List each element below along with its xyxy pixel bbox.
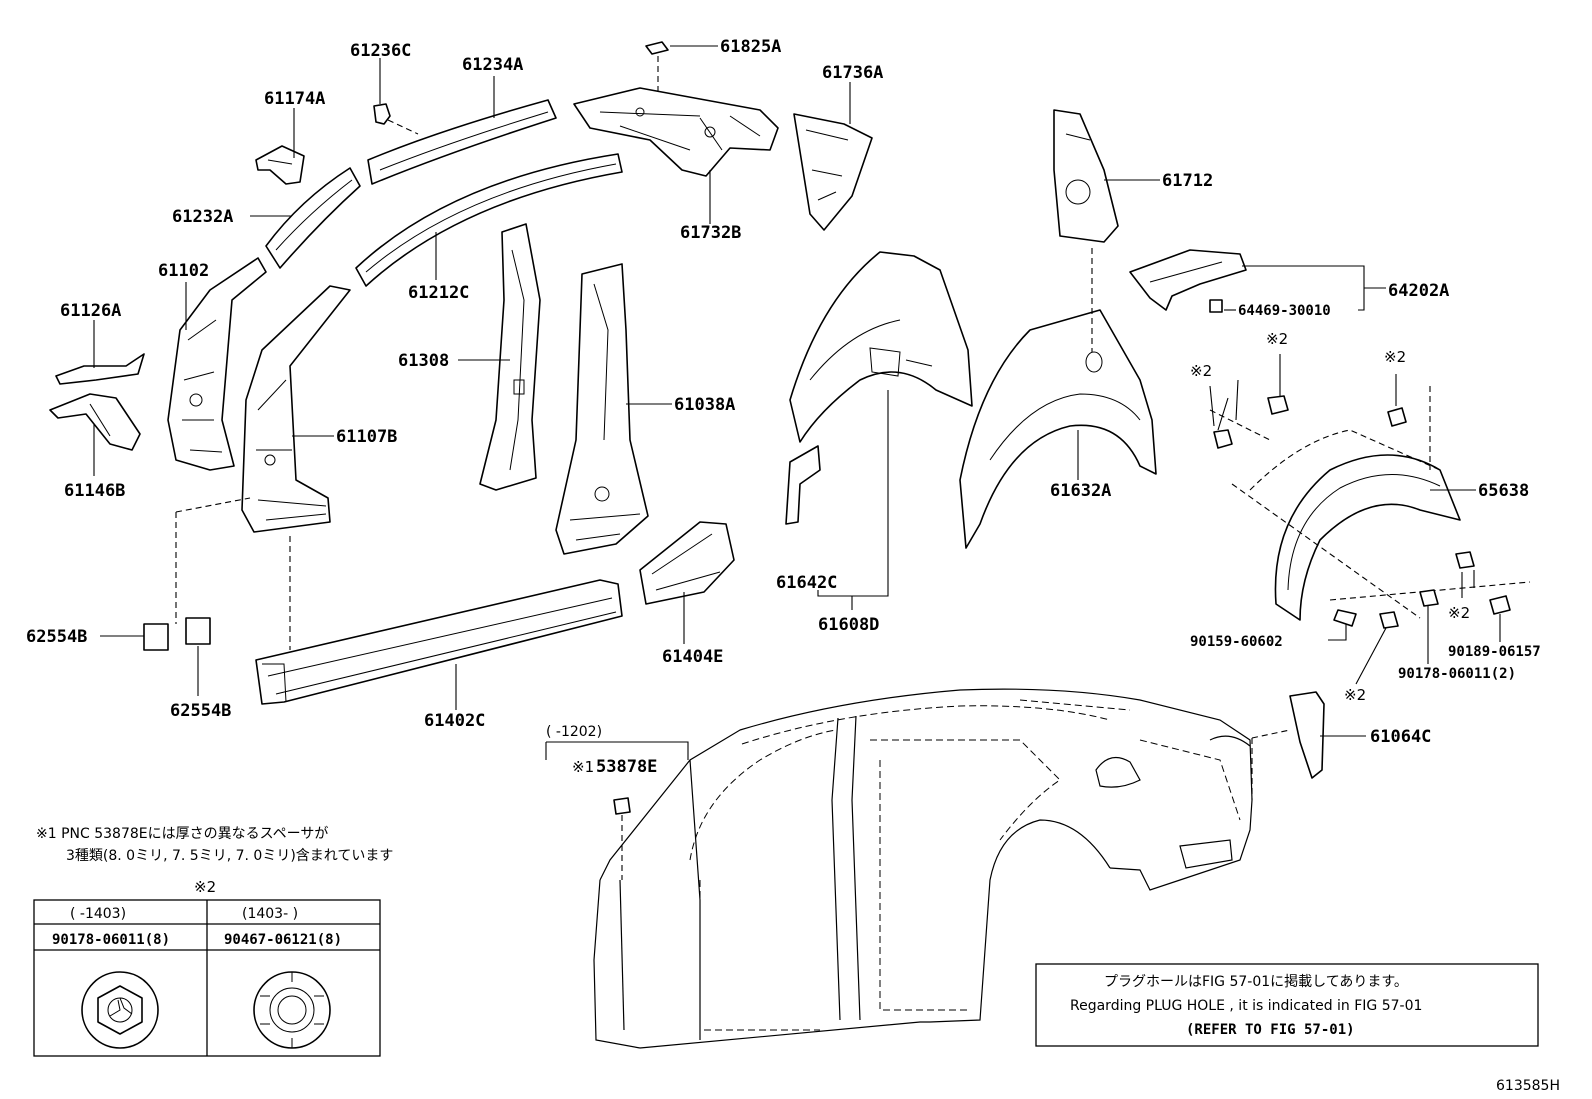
car-body-side (593, 688, 1253, 1049)
figure-code: 613585H (1496, 1078, 1560, 1094)
part-64202A[interactable] (1129, 249, 1247, 313)
part-61736A[interactable] (793, 113, 873, 231)
nut-icon (81, 971, 159, 1049)
plug-62554B-right[interactable] (185, 617, 211, 645)
label-61102[interactable]: 61102 (158, 261, 209, 281)
part-61825A[interactable] (645, 41, 669, 92)
mark-note2-a: ※2 (1190, 362, 1212, 380)
part-labels: 61236C 61234A 61825A 61736A 61174A 61712… (26, 37, 1541, 777)
label-61308[interactable]: 61308 (398, 351, 449, 371)
label-61232A[interactable]: 61232A (172, 207, 233, 227)
label-61212C[interactable]: 61212C (408, 283, 469, 303)
clip-90178-d[interactable] (1455, 551, 1475, 569)
label-61402C[interactable]: 61402C (424, 711, 485, 731)
label-61642C[interactable]: 61642C (776, 573, 837, 593)
label-61146B[interactable]: 61146B (64, 481, 125, 501)
label-61234A[interactable]: 61234A (462, 55, 523, 75)
screw-90159-60602[interactable] (1333, 609, 1357, 627)
footnote-line2: 3種類(8. 0ミリ, 7. 5ミリ, 7. 0ミリ)含まれています (66, 848, 393, 864)
clip-90178-e[interactable] (1419, 589, 1439, 607)
footnote-line1: ※1 PNC 53878Eには厚さの異なるスペーサが (36, 826, 328, 842)
clip-90178-b[interactable] (1267, 395, 1289, 415)
label-90178-06011[interactable]: 90178-06011(2) (1398, 666, 1516, 682)
part-61236C[interactable] (373, 103, 419, 135)
label-61038A[interactable]: 61038A (674, 395, 735, 415)
label-61632A[interactable]: 61632A (1050, 481, 1111, 501)
fastener-table: ※2 ( -1403) (1403- ) 90178-06011(8) 9046… (33, 878, 381, 1057)
range-53878E: ( -1202) (546, 724, 602, 740)
part-61712[interactable] (1053, 109, 1119, 243)
footnote: ※1 PNC 53878Eには厚さの異なるスペーサが 3種類(8. 0ミリ, 7… (36, 826, 393, 864)
part-61038A[interactable] (555, 263, 649, 555)
label-61825A[interactable]: 61825A (720, 37, 781, 57)
part-53878E[interactable] (613, 797, 631, 815)
label-61126A[interactable]: 61126A (60, 301, 121, 321)
label-61064C[interactable]: 61064C (1370, 727, 1431, 747)
part-65638[interactable] (1274, 454, 1461, 621)
label-90189-06157[interactable]: 90189-06157 (1448, 644, 1541, 660)
part-61212C[interactable] (355, 153, 623, 287)
part-61146B[interactable] (49, 393, 141, 451)
label-61712[interactable]: 61712 (1162, 171, 1213, 191)
leader-lines (93, 45, 1501, 737)
plug-hole-note: プラグホールはFIG 57-01に掲載してあります。 Regarding PLU… (1035, 963, 1539, 1047)
clip-90178-f[interactable] (1379, 611, 1399, 629)
label-61608D[interactable]: 61608D (818, 615, 879, 635)
mark-note2-d: ※2 (1448, 604, 1470, 622)
part-61732B[interactable] (573, 87, 779, 177)
mark-note2-b: ※2 (1266, 330, 1288, 348)
label-53878E[interactable]: 53878E (596, 757, 657, 777)
label-62554B-left[interactable]: 62554B (26, 627, 87, 647)
label-90159-60602[interactable]: 90159-60602 (1190, 634, 1283, 650)
table-col2-part[interactable]: 90467-06121(8) (224, 932, 342, 948)
part-61404E[interactable] (639, 521, 735, 605)
mark-note2-c: ※2 (1384, 348, 1406, 366)
part-61402C[interactable] (255, 579, 623, 705)
part-61107B[interactable] (241, 285, 351, 533)
range-bracket-53878E (545, 741, 689, 760)
part-61642C[interactable] (785, 445, 821, 525)
part-61232A[interactable] (265, 167, 361, 269)
label-65638[interactable]: 65638 (1478, 481, 1529, 501)
plug-62554B-left[interactable] (143, 623, 169, 651)
label-61107B[interactable]: 61107B (336, 427, 397, 447)
part-61126A[interactable] (55, 353, 145, 385)
mark-star1: ※1 (572, 758, 594, 776)
label-61236C[interactable]: 61236C (350, 41, 411, 61)
part-61102[interactable] (167, 257, 267, 471)
label-61174A[interactable]: 61174A (264, 89, 325, 109)
table-mark: ※2 (194, 878, 216, 896)
label-64202A[interactable]: 64202A (1388, 281, 1449, 301)
label-61736A[interactable]: 61736A (822, 63, 883, 83)
screw-90189-06157[interactable] (1489, 595, 1511, 615)
plug-hole-line3[interactable]: (REFER TO FIG 57-01) (1186, 1022, 1355, 1038)
table-col1-part[interactable]: 90178-06011(8) (52, 932, 170, 948)
part-61308[interactable] (479, 223, 541, 491)
part-61632A[interactable] (959, 309, 1157, 549)
connector-lines (175, 248, 1291, 880)
clip-90178-a[interactable] (1213, 429, 1233, 449)
part-61064C[interactable] (1289, 691, 1325, 779)
part-61608D[interactable] (789, 251, 973, 443)
mark-note2-e: ※2 (1344, 686, 1366, 704)
part-61234A[interactable] (367, 99, 557, 185)
clip-icon (253, 971, 331, 1049)
plug-hole-line1: プラグホールはFIG 57-01に掲載してあります。 (1104, 974, 1408, 990)
plug-hole-line2: Regarding PLUG HOLE , it is indicated in… (1070, 998, 1422, 1014)
label-62554B-right[interactable]: 62554B (170, 701, 231, 721)
label-61404E[interactable]: 61404E (662, 647, 723, 667)
part-61174A[interactable] (255, 145, 305, 185)
label-61732B[interactable]: 61732B (680, 223, 741, 243)
table-col1-range: ( -1403) (70, 906, 126, 922)
table-col2-range: (1403- ) (242, 906, 298, 922)
clip-90178-c[interactable] (1387, 407, 1407, 427)
label-64469-30010[interactable]: 64469-30010 (1238, 303, 1331, 319)
